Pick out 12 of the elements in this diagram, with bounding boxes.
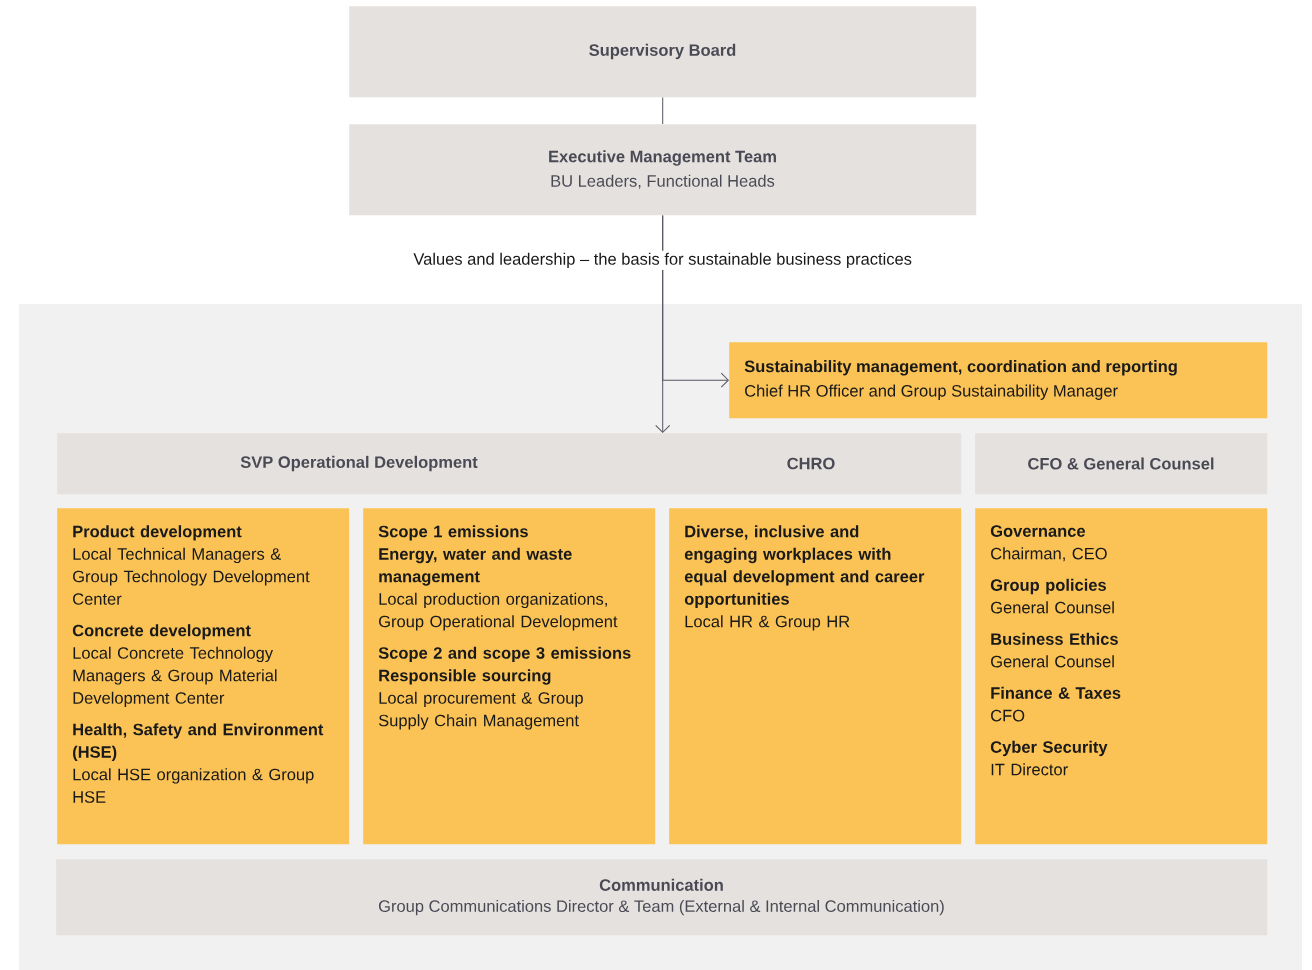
responsibility-box: Scope 1 emissions Energy, water and waste management Local production organizations, Group Operational Development Scope 2 and scope 3 emissions Responsible sourcing Local procurement & Group Supply Chain Management bbox=[363, 508, 656, 845]
responsibility-box: Product development Local Technical Managers & Group Technology Development Center Concrete development Local Concrete Technology Managers & Group Material Development Center Health, Safety and Environment (HSE) Local HSE organization & Group HSE bbox=[57, 508, 350, 845]
edge-label: Values and leadership – the basis for sustainable business practices bbox=[411, 250, 915, 271]
responsibility-box: Diverse, inclusive and engaging workplaces with equal development and career opportunities Local HR & Group HR bbox=[669, 508, 962, 845]
header-bar: SVP Operational Development CHRO bbox=[57, 433, 962, 495]
sustainability-box: Sustainability management, coordination and reporting Chief HR Officer and Group Sustainability Manager bbox=[729, 342, 1268, 419]
communication-box: Communication Group Communications Director & Team (External & Internal Communication) bbox=[56, 859, 1268, 936]
arrow bbox=[662, 214, 729, 388]
board-box: Supervisory Board bbox=[349, 6, 977, 98]
responsibility-box: Governance Chairman, CEO Group policies General Counsel Business Ethics General Counsel Finance & Taxes CFO Cyber Security IT Director bbox=[975, 508, 1268, 845]
management-box: Executive Management Team BU Leaders, Functional Heads bbox=[349, 124, 977, 216]
header-bar: CFO & General Counsel bbox=[975, 433, 1268, 495]
